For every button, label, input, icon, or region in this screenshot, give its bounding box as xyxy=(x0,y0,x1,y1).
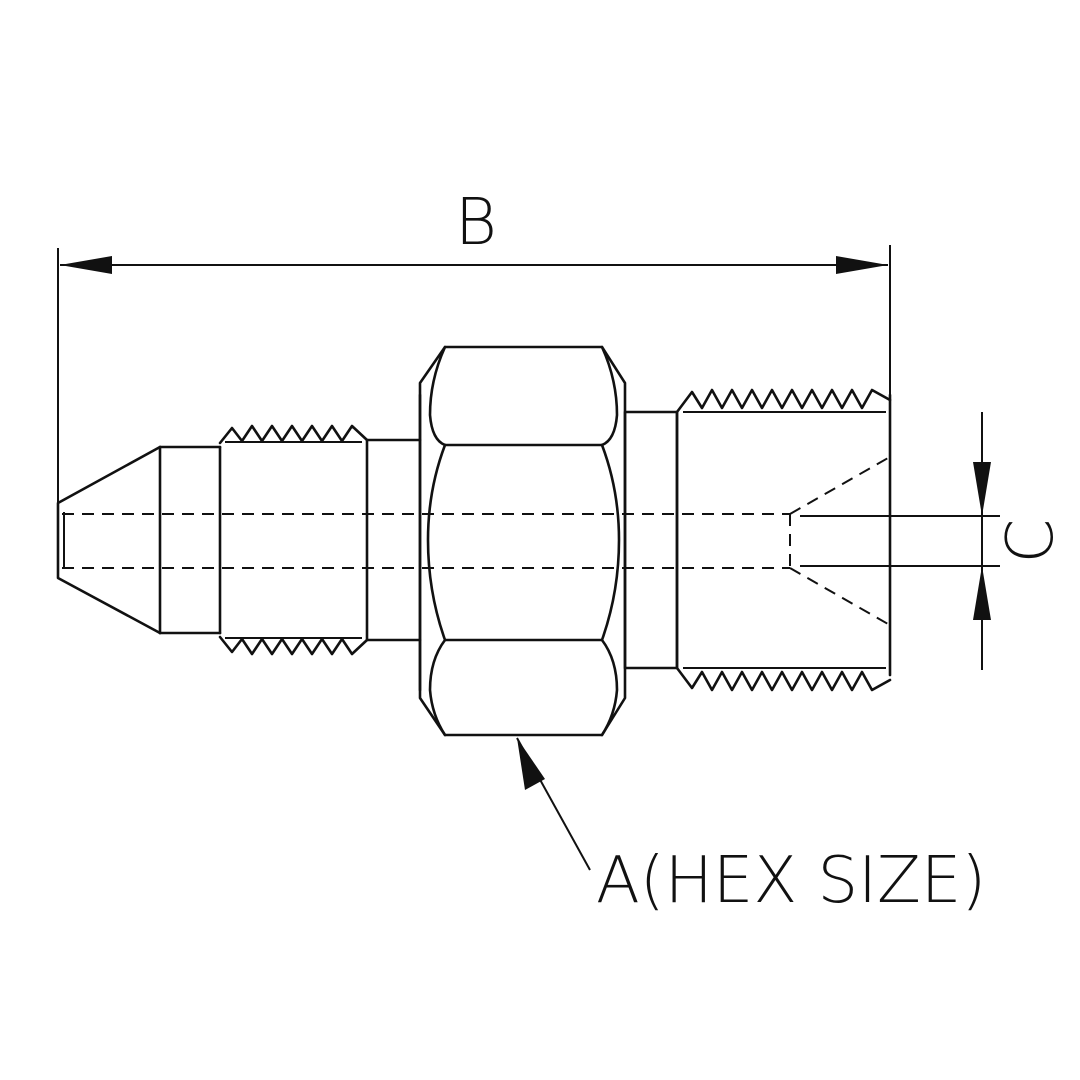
bore-hidden-lines xyxy=(62,457,889,625)
right-thread xyxy=(675,388,892,692)
right-neck xyxy=(623,410,679,670)
dimension-b: B xyxy=(57,186,891,578)
left-neck xyxy=(365,393,422,692)
arrowhead-right xyxy=(836,256,888,274)
label-b: B xyxy=(455,186,497,260)
nose-cone xyxy=(56,445,222,635)
label-c: C xyxy=(994,519,1068,564)
arrowhead-c-top xyxy=(973,462,991,516)
leader-a: A(HEX SIZE) xyxy=(516,737,986,918)
hex-body xyxy=(418,345,627,737)
left-thread xyxy=(218,424,369,656)
dimension-c: C xyxy=(800,412,1068,670)
arrowhead-c-bottom xyxy=(973,566,991,620)
arrowhead-left xyxy=(60,256,112,274)
label-a-hex-size: A(HEX SIZE) xyxy=(596,844,986,918)
arrowhead-a xyxy=(517,738,545,790)
